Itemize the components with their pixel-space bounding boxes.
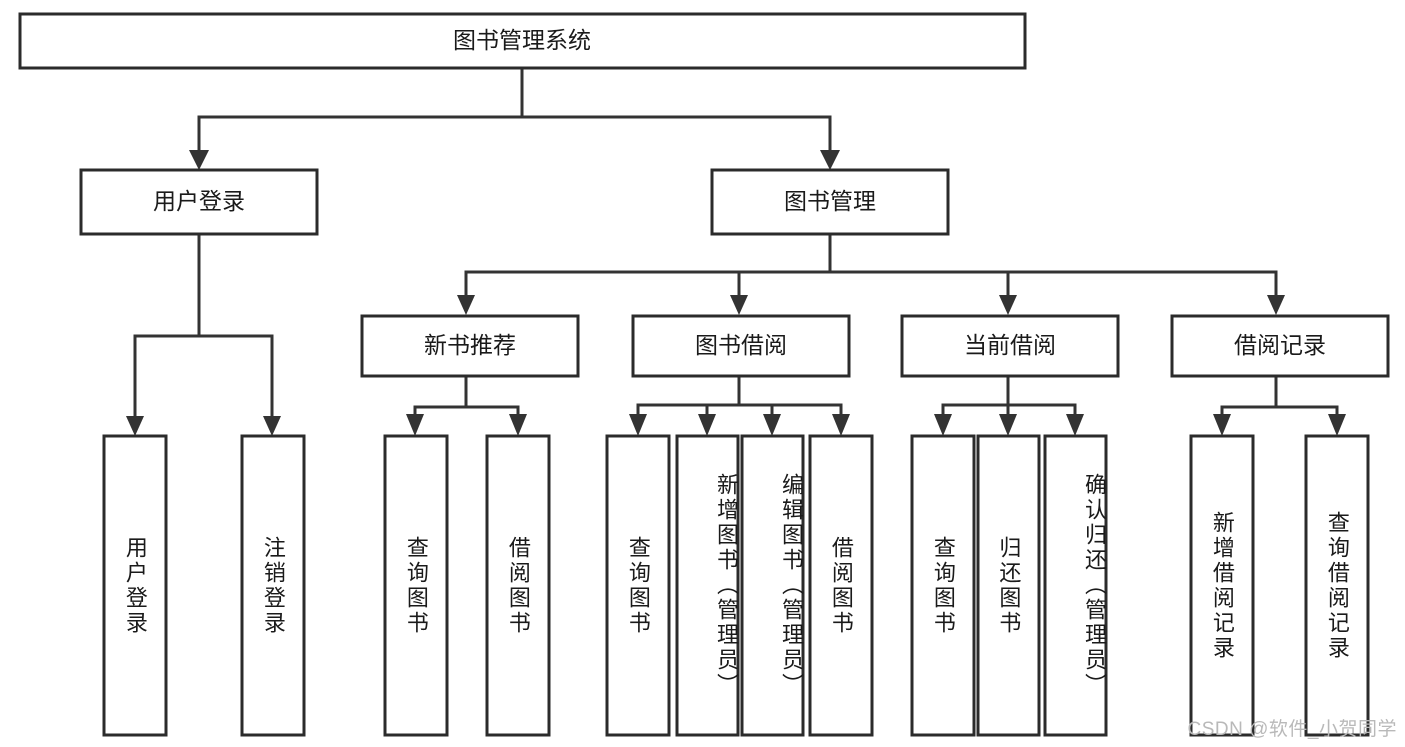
node-borrow-record-label: 借阅记录 bbox=[1234, 332, 1326, 358]
node-book-borrow-box[interactable] bbox=[631, 314, 851, 378]
leaf-cur-return-box[interactable] bbox=[976, 434, 1041, 737]
leaf-boxes bbox=[102, 434, 1370, 737]
node-current-borrow-label: 当前借阅 bbox=[964, 332, 1056, 358]
leaf-borrow-add-box[interactable] bbox=[675, 434, 740, 737]
leaf-borrow-lend-box[interactable] bbox=[808, 434, 874, 737]
arrow-leaf-borrow-edit bbox=[763, 414, 781, 436]
node-user-login-box[interactable] bbox=[79, 168, 319, 236]
node-root[interactable]: 图书管理系统 bbox=[18, 12, 1027, 70]
leaf-rec-borrow-box[interactable] bbox=[485, 434, 551, 737]
arrow-to-new-book-rec bbox=[457, 295, 475, 315]
arrow-to-user-login bbox=[189, 150, 209, 170]
node-book-manage-box[interactable] bbox=[710, 168, 950, 236]
leaf-rec-search-box[interactable] bbox=[1304, 434, 1370, 737]
arrow-to-borrow-record bbox=[1267, 295, 1285, 315]
node-book-manage[interactable]: 图书管理 bbox=[710, 168, 950, 236]
connector-group-new-book-rec bbox=[406, 374, 527, 436]
arrow-leaf-borrow-query bbox=[629, 414, 647, 436]
arrow-leaf-cur-return bbox=[999, 414, 1017, 436]
arrow-leaf-user-login bbox=[126, 416, 144, 436]
node-root-label: 图书管理系统 bbox=[453, 27, 591, 53]
node-current-borrow-box[interactable] bbox=[900, 314, 1120, 378]
node-borrow-record[interactable]: 借阅记录 bbox=[1170, 314, 1390, 378]
node-book-borrow[interactable]: 图书借阅 bbox=[631, 314, 851, 378]
leaf-user-login-box[interactable] bbox=[102, 434, 168, 737]
watermark-text: CSDN @软件_小贺同学 bbox=[1187, 719, 1397, 740]
arrow-leaf-cur-confirm bbox=[1066, 414, 1084, 436]
leaf-borrow-edit-box[interactable] bbox=[740, 434, 805, 737]
connector-group-root bbox=[189, 67, 840, 170]
connector-group-borrow-record bbox=[1213, 374, 1346, 436]
node-book-manage-label: 图书管理 bbox=[784, 188, 876, 214]
arrow-leaf-rec-add bbox=[1213, 414, 1231, 436]
node-new-book-rec-box[interactable] bbox=[360, 314, 580, 378]
leaf-cur-query-box[interactable] bbox=[910, 434, 976, 737]
node-user-login-label: 用户登录 bbox=[153, 188, 245, 214]
node-current-borrow[interactable]: 当前借阅 bbox=[900, 314, 1120, 378]
arrow-leaf-cur-query bbox=[934, 414, 952, 436]
leaf-cur-confirm-box[interactable] bbox=[1043, 434, 1108, 737]
connector-group-current-borrow bbox=[934, 374, 1084, 436]
connector-group-book-borrow bbox=[629, 374, 850, 436]
leaf-rec-add-box[interactable] bbox=[1189, 434, 1255, 737]
leaf-rec-query-box[interactable] bbox=[383, 434, 449, 737]
arrow-to-book-borrow bbox=[730, 295, 748, 315]
leaf-user-logout-box[interactable] bbox=[240, 434, 306, 737]
leaf-borrow-query-box[interactable] bbox=[605, 434, 671, 737]
arrow-to-current-borrow bbox=[999, 295, 1017, 315]
arrow-leaf-user-logout bbox=[263, 416, 281, 436]
arrow-leaf-rec-search bbox=[1328, 414, 1346, 436]
connector-group-book-manage bbox=[457, 232, 1285, 315]
arrow-leaf-rec-borrow bbox=[509, 414, 527, 436]
node-root-box[interactable] bbox=[18, 12, 1027, 70]
arrow-leaf-rec-query bbox=[406, 414, 424, 436]
connector-group-user-login bbox=[126, 232, 281, 436]
node-new-book-rec[interactable]: 新书推荐 bbox=[360, 314, 580, 378]
node-borrow-record-box[interactable] bbox=[1170, 314, 1390, 378]
arrow-leaf-borrow-add bbox=[698, 414, 716, 436]
arrow-to-book-manage bbox=[820, 150, 840, 170]
node-book-borrow-label: 图书借阅 bbox=[695, 332, 787, 358]
node-new-book-rec-label: 新书推荐 bbox=[424, 332, 516, 358]
arrow-leaf-borrow-lend bbox=[832, 414, 850, 436]
node-user-login[interactable]: 用户登录 bbox=[79, 168, 319, 236]
